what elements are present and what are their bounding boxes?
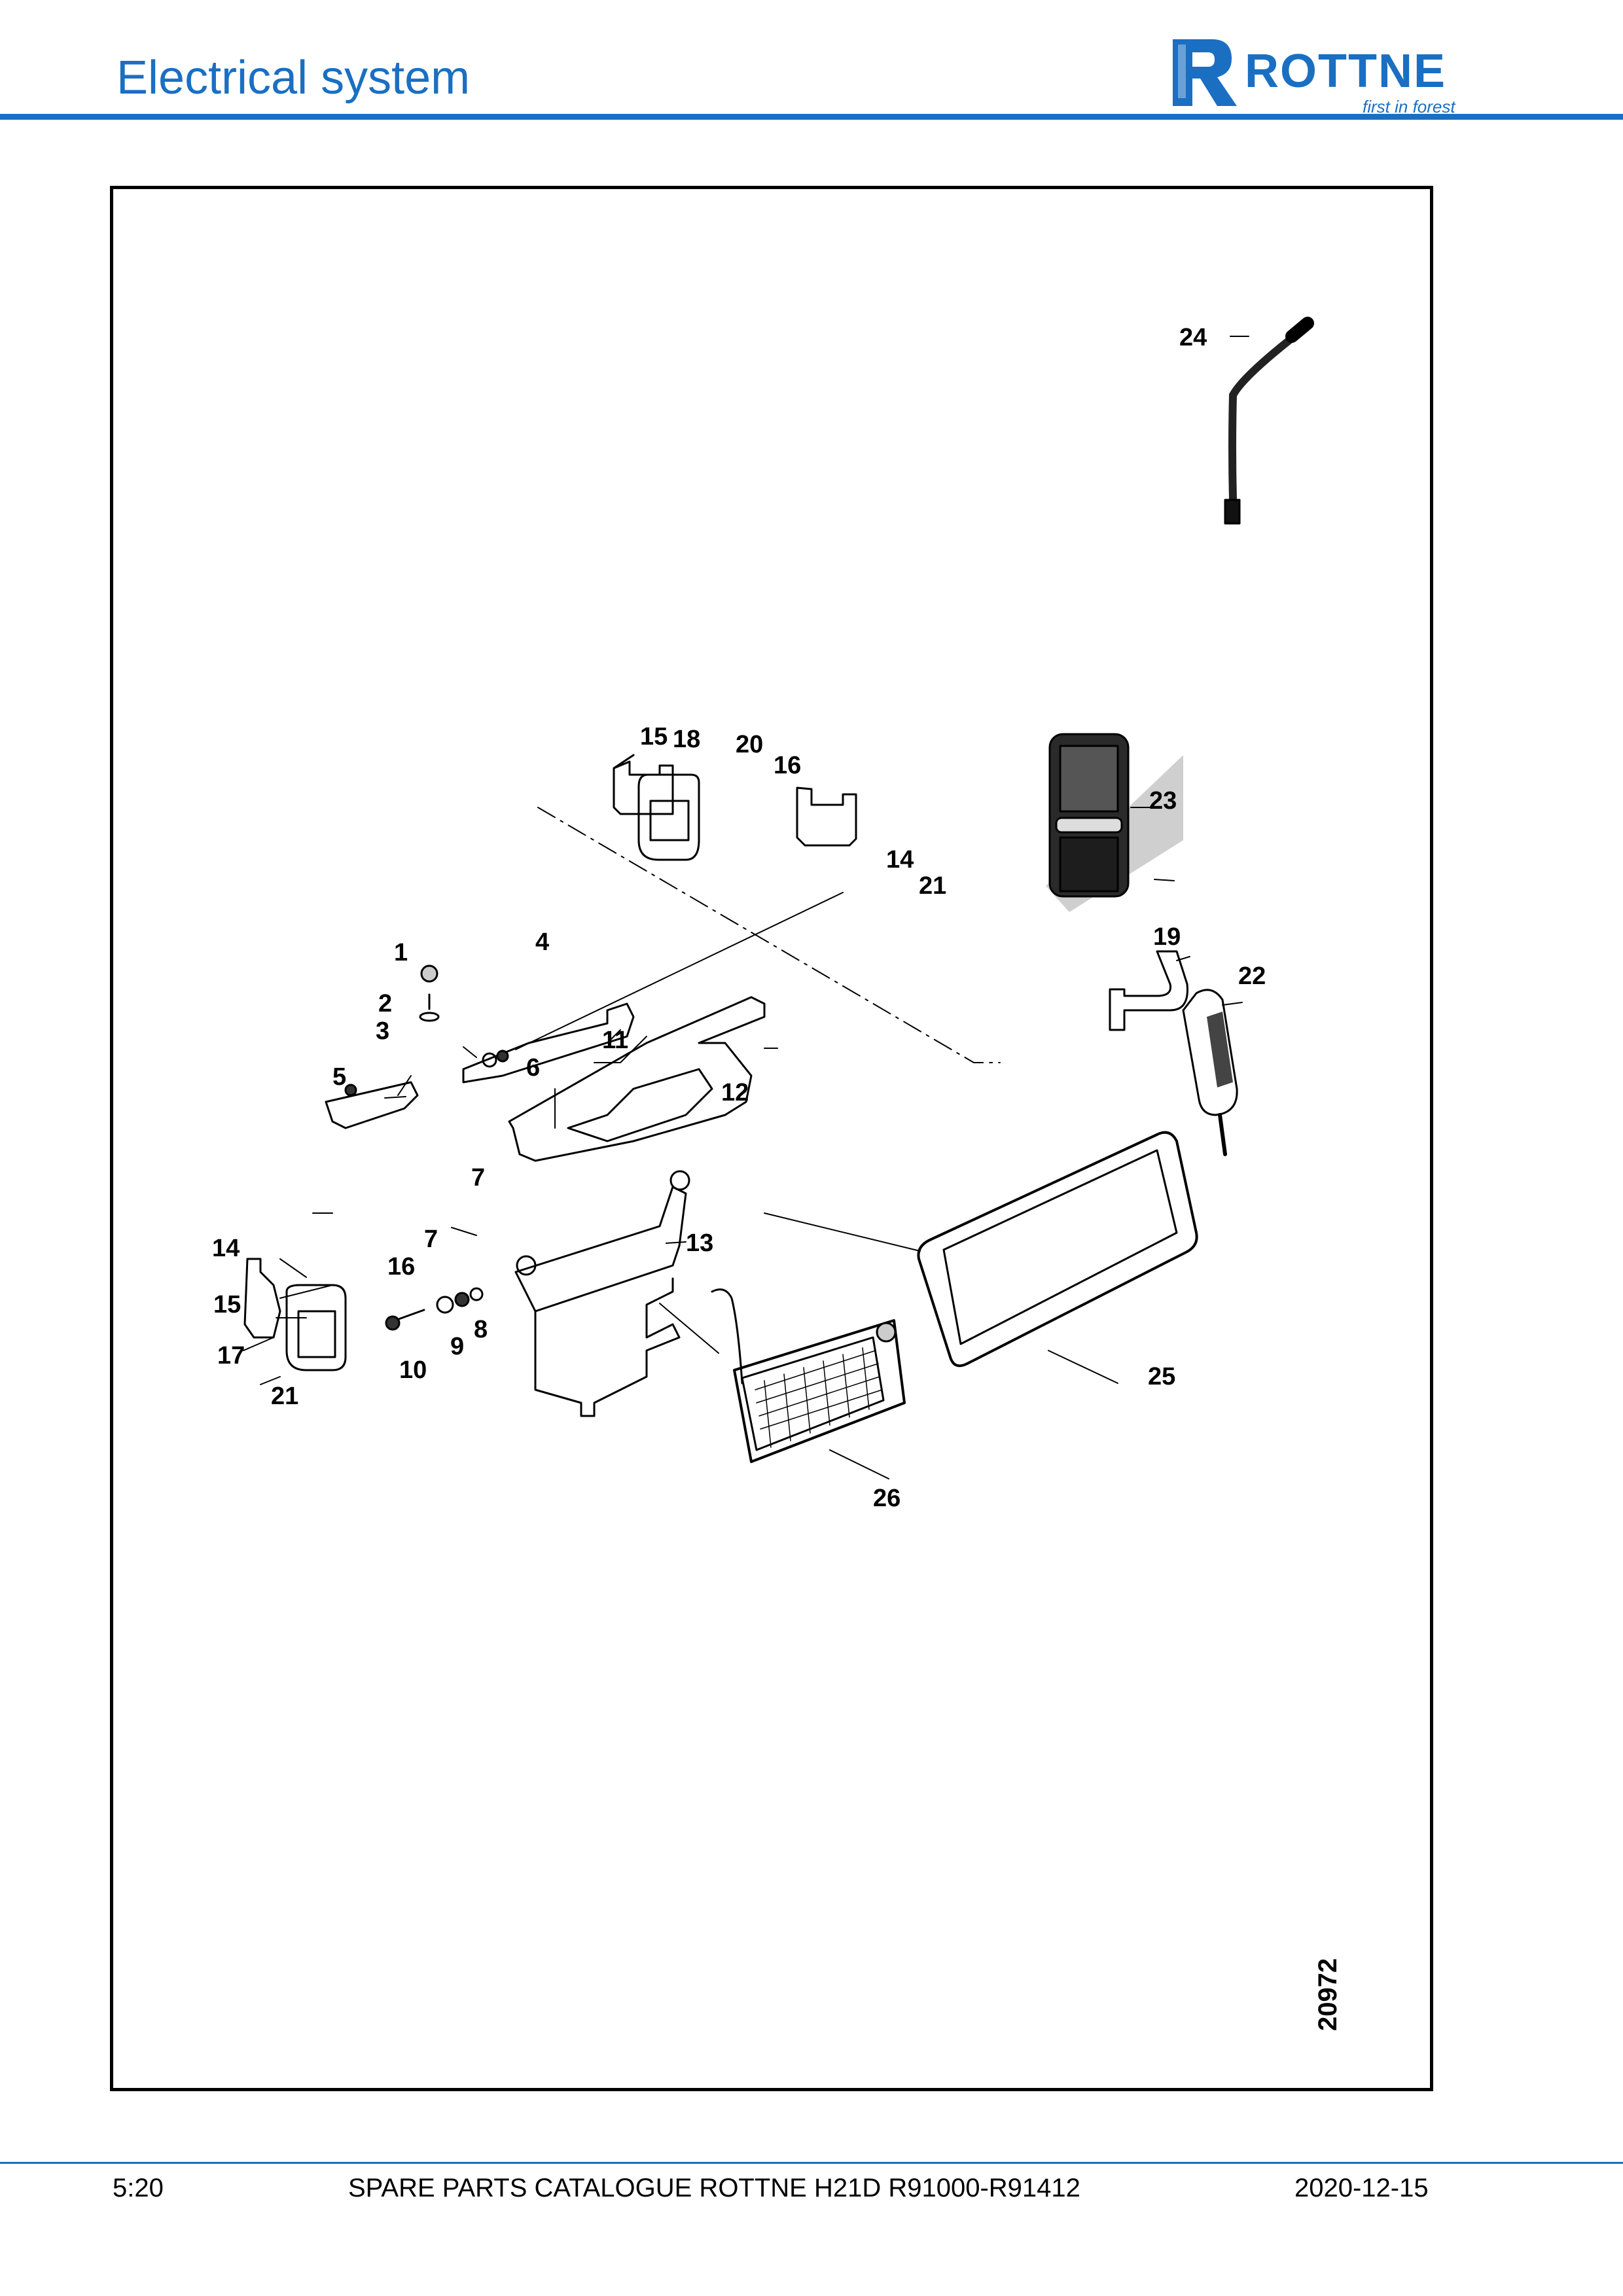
- bracket-lower-icon: [243, 1258, 281, 1339]
- callout-4: 4: [535, 928, 549, 956]
- exploded-parts-diagram: 24 23 14 21 19 22 15 18 20 16 1 2 3 4 5 …: [212, 317, 1342, 2031]
- footer-page-number: 5:20: [113, 2174, 164, 2202]
- callout-15b: 15: [213, 1291, 241, 1318]
- logo-tagline: first in forest: [1363, 97, 1455, 116]
- callout-21: 20: [736, 731, 763, 758]
- footer-rule: [0, 2162, 1623, 2164]
- callout-18: 18: [673, 726, 700, 753]
- logo-mark-icon: [1173, 39, 1237, 106]
- display-screen-icon: [917, 1131, 1198, 1368]
- mobile-phone-icon: [1046, 733, 1183, 912]
- bracket-4-icon: [462, 1002, 635, 1084]
- handset-icon: [1182, 989, 1238, 1156]
- page-title: Electrical system: [116, 52, 471, 104]
- callout-16b: 16: [387, 1253, 415, 1280]
- callout-12: 12: [721, 1079, 749, 1106]
- callout-13: 13: [686, 1229, 713, 1257]
- callout-17: 17: [217, 1342, 245, 1369]
- bracket-phone-icon: [796, 786, 857, 847]
- callout-7a: 7: [471, 1164, 485, 1192]
- footer-catalogue-title: SPARE PARTS CATALOGUE ROTTNE H21D R91000…: [348, 2174, 1080, 2202]
- callout-labels: 24 23 14 21 19 22 15 18 20 16 1 2 3 4 5 …: [212, 324, 1266, 1512]
- bracket-5-icon: [325, 1081, 419, 1129]
- hardware-stack-icon: [385, 1287, 484, 1331]
- callout-22: 22: [1238, 963, 1266, 990]
- callout-7b: 7: [424, 1226, 438, 1253]
- callout-19: 19: [1153, 923, 1181, 951]
- callout-14: 14: [886, 846, 914, 874]
- drawing-number: 20972: [1313, 1958, 1342, 2031]
- holder-lower-icon: [285, 1284, 347, 1371]
- callout-21b: 21: [271, 1383, 298, 1410]
- callout-25: 25: [1148, 1363, 1175, 1390]
- callout-14b: 14: [212, 1235, 240, 1262]
- footer-date: 2020-12-15: [1294, 2174, 1429, 2202]
- callout-5: 5: [332, 1063, 346, 1091]
- callout-16: 16: [774, 752, 801, 779]
- keyboard-icon: [711, 1288, 906, 1463]
- mounting-plate-12-icon: [508, 996, 766, 1162]
- callout-9: 9: [450, 1333, 464, 1360]
- screw-stack-icon: [344, 964, 509, 1097]
- bracket-upper-icon: [613, 754, 674, 815]
- gooseneck-lamp-icon: [1224, 317, 1314, 525]
- callout-20: 21: [919, 872, 946, 900]
- callout-10: 10: [399, 1356, 427, 1384]
- callout-23: 23: [1149, 787, 1177, 815]
- holder-upper-icon: [637, 773, 700, 861]
- callout-15: 15: [640, 723, 668, 751]
- callout-26: 26: [873, 1485, 901, 1512]
- callout-3: 3: [376, 1017, 389, 1045]
- frame-13-icon: [514, 1170, 690, 1417]
- bracket-19-icon: [1109, 950, 1188, 1031]
- callout-2: 2: [378, 990, 392, 1017]
- header-rule: [0, 114, 1623, 120]
- callout-11: 11: [602, 1027, 628, 1054]
- logo-wordmark: ROTTNE: [1245, 45, 1446, 97]
- diagram-frame: [110, 186, 1433, 2091]
- rottne-logo: ROTTNE first in forest: [1166, 33, 1520, 116]
- callout-1: 1: [394, 939, 408, 966]
- callout-24: 24: [1179, 324, 1207, 351]
- callout-8: 8: [474, 1316, 488, 1343]
- callout-6: 6: [526, 1054, 540, 1082]
